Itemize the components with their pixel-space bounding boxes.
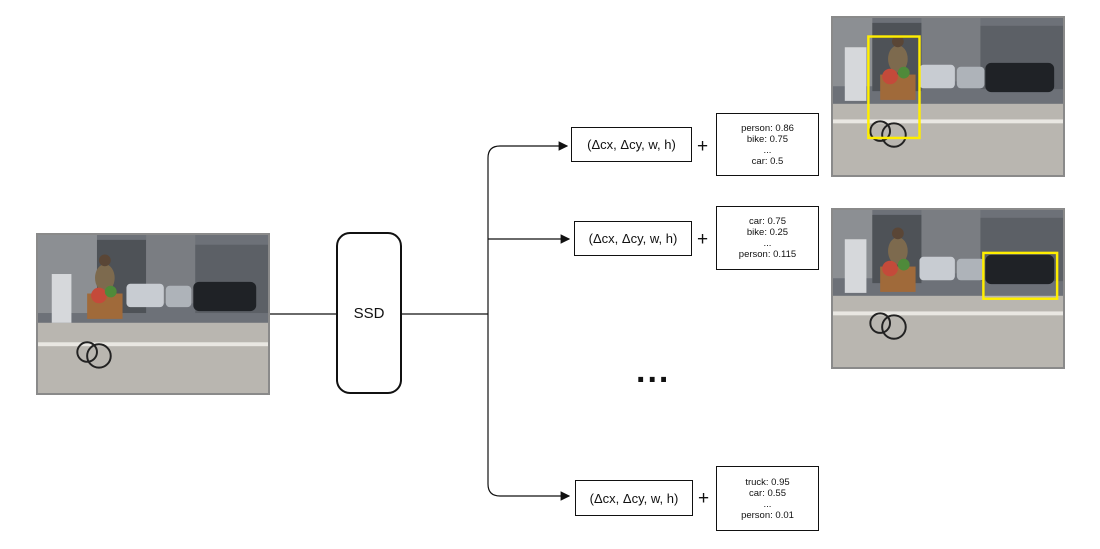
score-line: person: 0.115	[738, 249, 797, 260]
score-line: car: 0.75	[749, 216, 786, 227]
plus-sign-1: +	[697, 136, 709, 157]
class-scores-box-1: person: 0.86 bike: 0.75 ... car: 0.5	[716, 113, 819, 176]
input-image	[36, 233, 270, 395]
class-scores-box-3: truck: 0.95 car: 0.55 ... person: 0.01	[716, 466, 819, 531]
score-line: person: 0.86	[741, 122, 794, 134]
detection-box-person	[867, 35, 921, 140]
offset-box-1: (Δcx, Δcy, w, h)	[571, 127, 692, 162]
output-image-person-detection	[831, 16, 1065, 177]
offset-label-3: (Δcx, Δcy, w, h)	[589, 490, 679, 506]
score-line: bike: 0.25	[746, 227, 789, 238]
detection-box-car	[982, 251, 1059, 300]
output-image-car-detection	[831, 208, 1065, 369]
plus-sign-3: +	[698, 488, 710, 509]
branch-trunk	[487, 141, 569, 159]
class-scores-box-2: car: 0.75 bike: 0.25 ... person: 0.115	[716, 206, 819, 270]
ssd-model-block: SSD	[336, 232, 402, 394]
score-line: person: 0.01	[741, 509, 794, 521]
offset-box-2: (Δcx, Δcy, w, h)	[574, 221, 692, 256]
score-line: car: 0.55	[749, 487, 786, 499]
branch-arrow-bottom	[487, 483, 571, 501]
plus-sign-2: +	[697, 229, 709, 250]
score-line: car: 0.5	[751, 155, 784, 167]
ssd-label: SSD	[353, 304, 385, 322]
offset-label-1: (Δcx, Δcy, w, h)	[587, 137, 676, 152]
score-line: ...	[763, 144, 772, 156]
score-line: truck: 0.95	[745, 476, 790, 488]
score-line: bike: 0.75	[746, 133, 789, 145]
score-line: ...	[763, 238, 772, 249]
more-predictions-ellipsis: ...	[636, 352, 671, 390]
offset-label-2: (Δcx, Δcy, w, h)	[588, 231, 678, 246]
offset-box-3: (Δcx, Δcy, w, h)	[575, 480, 693, 516]
score-line: ...	[763, 498, 772, 510]
